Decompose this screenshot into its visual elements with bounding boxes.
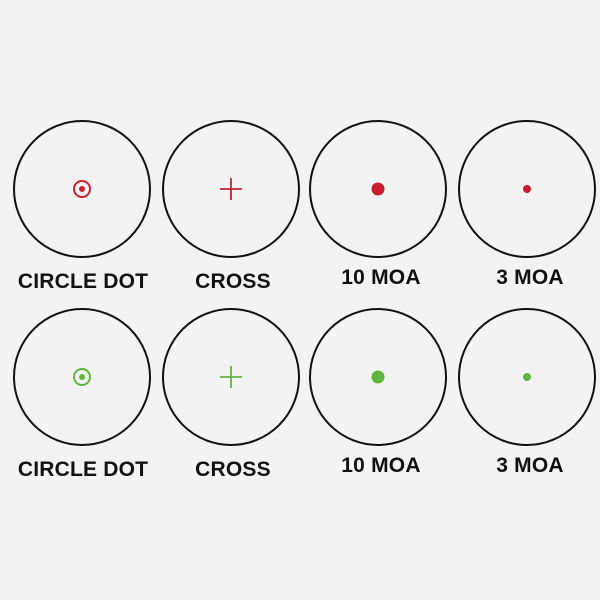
reticle-cell-red-3moa: 3 MOA <box>455 119 600 309</box>
reticle-cell-red-circle-dot: CIRCLE DOT <box>8 119 158 309</box>
small-dot-icon <box>523 373 531 381</box>
reticle-ring <box>306 307 456 457</box>
reticle-label: CROSS <box>195 458 271 481</box>
circle-dot-icon <box>73 180 91 198</box>
cross-icon <box>220 366 242 388</box>
reticle-ring <box>158 119 308 269</box>
reticle-label: 3 MOA <box>496 266 564 289</box>
cross-icon <box>220 178 242 200</box>
reticle-cell-green-10moa: 10 MOA <box>306 307 456 497</box>
reticle-ring <box>455 307 600 457</box>
large-dot-icon <box>371 370 385 384</box>
reticle-ring <box>8 119 158 269</box>
reticle-ring <box>158 307 308 457</box>
reticle-label: 10 MOA <box>341 454 421 477</box>
reticle-ring <box>8 307 158 457</box>
reticle-label: 3 MOA <box>496 454 564 477</box>
reticle-label: 10 MOA <box>341 266 421 289</box>
reticle-cell-green-circle-dot: CIRCLE DOT <box>8 307 158 497</box>
reticle-label: CIRCLE DOT <box>17 458 149 481</box>
reticle-ring <box>306 119 456 269</box>
reticle-label: CROSS <box>195 270 271 293</box>
reticle-cell-red-cross: CROSS <box>158 119 308 309</box>
large-dot-icon <box>371 182 385 196</box>
reticle-cell-green-3moa: 3 MOA <box>455 307 600 497</box>
reticle-label: CIRCLE DOT <box>17 270 149 293</box>
small-dot-icon <box>523 185 531 193</box>
circle-dot-icon <box>73 368 91 386</box>
reticle-cell-red-10moa: 10 MOA <box>306 119 456 309</box>
reticle-ring <box>455 119 600 269</box>
reticle-cell-green-cross: CROSS <box>158 307 308 497</box>
